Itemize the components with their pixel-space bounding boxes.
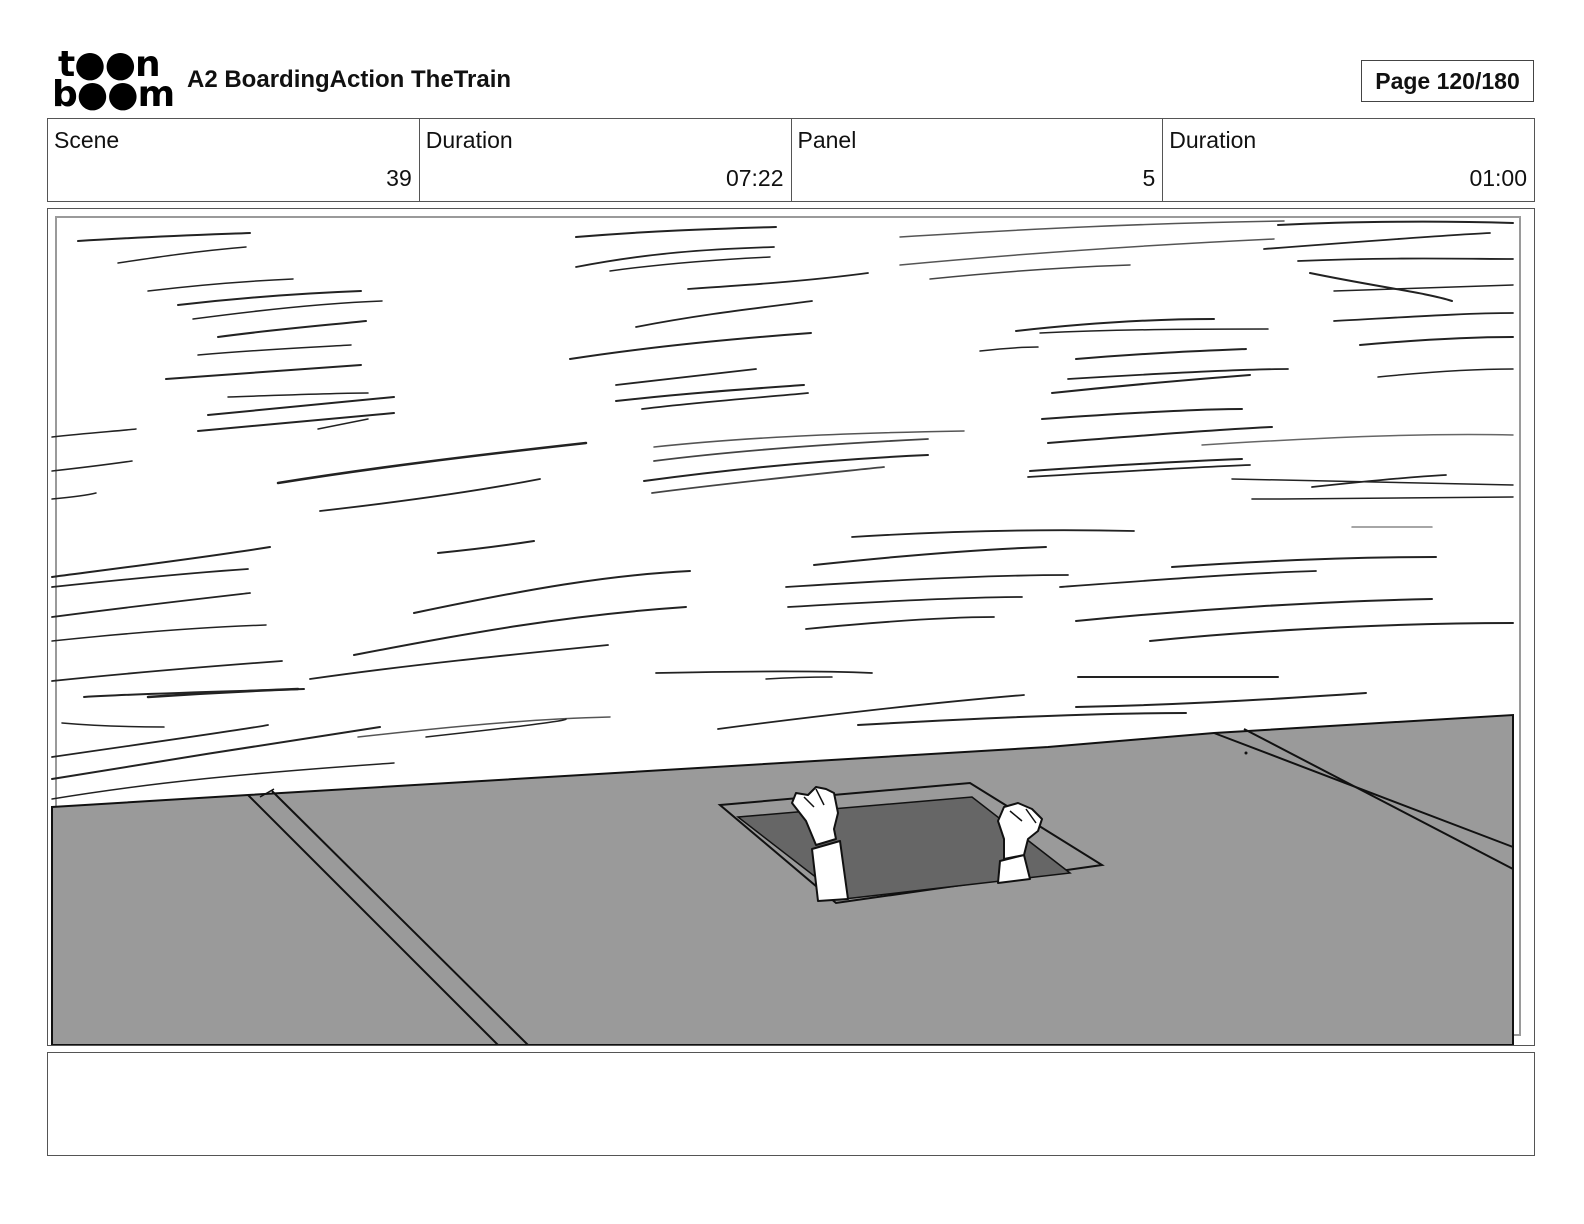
storyboard-panel [47,208,1535,1046]
logo-text-bottom: b●●m [52,74,175,115]
panel-cell: Panel 5 [792,119,1164,201]
toonboom-logo: t●●n b●●m [52,44,175,113]
hands [791,786,1043,902]
scene-duration-value: 07:22 [725,165,784,191]
panel-value: 5 [1142,165,1156,191]
panel-label: Panel [797,127,857,153]
scene-duration-cell: Duration 07:22 [420,119,792,201]
scene-cell: Scene 39 [48,119,420,201]
scene-info-table: Scene 39 Duration 07:22 Panel 5 Duration… [47,118,1535,202]
panel-duration-label: Duration [1169,127,1257,153]
panel-drawing [51,216,1521,1045]
panel-notes [47,1052,1535,1156]
project-title: A2 BoardingAction TheTrain [187,66,512,93]
panel-duration-cell: Duration 01:00 [1163,119,1534,201]
speed-lines [51,220,1514,800]
train-roof [51,713,1514,1045]
logo-text-top: t●●n [58,44,161,85]
scene-value: 39 [386,165,412,191]
scene-duration-label: Duration [425,127,513,153]
scene-label: Scene [54,127,120,153]
page-label: Page 120/180 [1375,67,1520,94]
page-indicator: Page 120/180 [1361,60,1534,102]
panel-duration-value: 01:00 [1469,165,1527,191]
